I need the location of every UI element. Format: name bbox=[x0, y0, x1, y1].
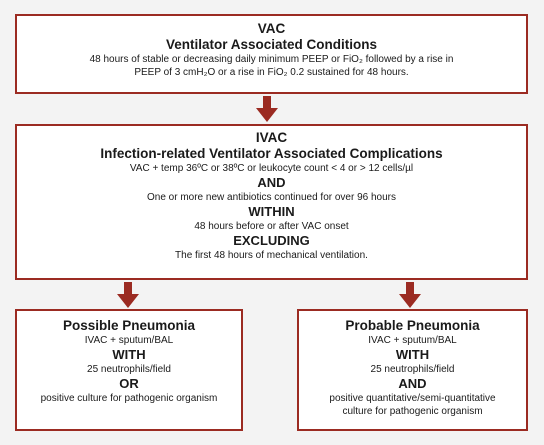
probable-pneumonia-box: Probable Pneumonia IVAC + sputum/BAL WIT… bbox=[297, 309, 528, 431]
arrow-ivac-to-possible bbox=[117, 282, 139, 308]
possible-line3: positive culture for pathogenic organism bbox=[40, 393, 218, 404]
ivac-within-text: 48 hours before or after VAC onset bbox=[194, 221, 349, 232]
vac-title: Ventilator Associated Conditions bbox=[165, 37, 378, 52]
vac-definition-line2: PEEP of 3 cmH₂O or a rise in FiO₂ 0.2 su… bbox=[134, 67, 409, 78]
ivac-title: Infection-related Ventilator Associated … bbox=[100, 146, 443, 161]
ivac-box: IVAC Infection-related Ventilator Associ… bbox=[15, 124, 528, 280]
possible-with-label: WITH bbox=[112, 347, 146, 362]
ivac-abbr: IVAC bbox=[255, 130, 288, 145]
arrow-vac-to-ivac bbox=[256, 96, 278, 122]
probable-line3: positive quantitative/semi-quantitative bbox=[329, 393, 496, 404]
ivac-within-label: WITHIN bbox=[248, 204, 295, 219]
probable-line1: IVAC + sputum/BAL bbox=[368, 335, 457, 346]
probable-line4: culture for pathogenic organism bbox=[342, 406, 483, 417]
ivac-excluding-label: EXCLUDING bbox=[233, 233, 310, 248]
vac-definition-line1: 48 hours of stable or decreasing daily m… bbox=[89, 54, 454, 65]
probable-and-label: AND bbox=[398, 376, 427, 391]
possible-line1: IVAC + sputum/BAL bbox=[84, 335, 174, 346]
probable-pneumonia-title: Probable Pneumonia bbox=[345, 318, 480, 333]
probable-line2: 25 neutrophils/field bbox=[370, 364, 455, 375]
vac-abbr: VAC bbox=[257, 21, 286, 36]
possible-line2: 25 neutrophils/field bbox=[87, 364, 171, 375]
possible-pneumonia-title: Possible Pneumonia bbox=[62, 318, 196, 333]
probable-with-label: WITH bbox=[395, 347, 430, 362]
ivac-and-label: AND bbox=[257, 175, 286, 190]
ivac-excluding-text: The first 48 hours of mechanical ventila… bbox=[175, 250, 368, 261]
possible-or-label: OR bbox=[119, 376, 139, 391]
arrow-ivac-to-probable bbox=[399, 282, 421, 308]
possible-pneumonia-box: Possible Pneumonia IVAC + sputum/BAL WIT… bbox=[15, 309, 243, 431]
ivac-antibiotics: One or more new antibiotics continued fo… bbox=[146, 192, 397, 203]
ivac-criteria: VAC + temp 36ºC or 38ºC or leukocyte cou… bbox=[129, 163, 414, 174]
vac-box: VAC Ventilator Associated Conditions 48 … bbox=[15, 14, 528, 94]
